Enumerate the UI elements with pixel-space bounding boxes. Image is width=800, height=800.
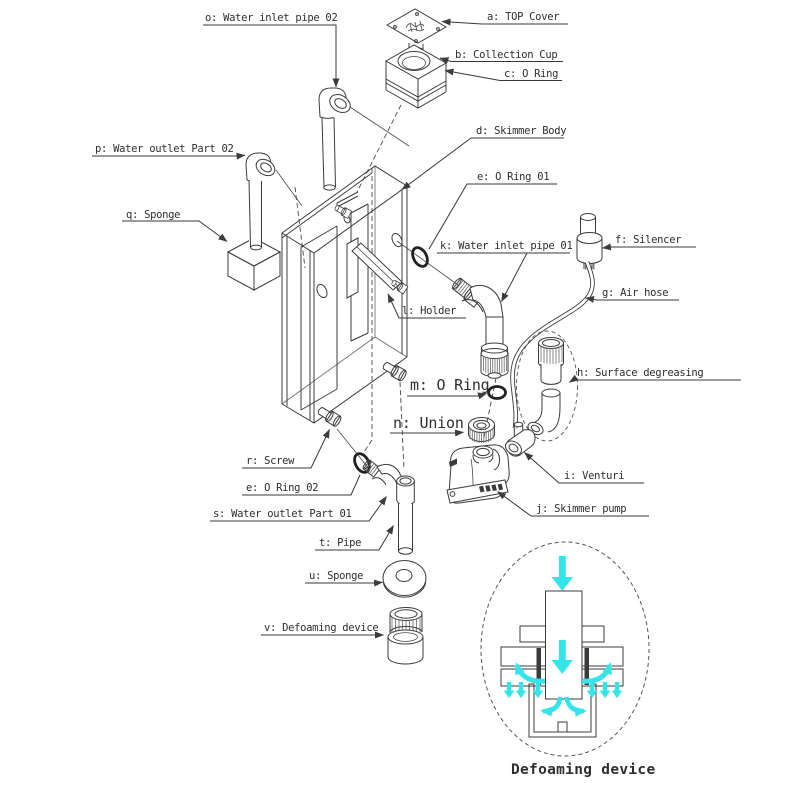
label-o: o: Water inlet pipe 02 <box>205 12 337 24</box>
label-j: j: Skimmer pump <box>536 503 626 515</box>
part-water-outlet-part-02 <box>245 152 276 183</box>
detail-caption: Defoaming device <box>511 762 655 778</box>
part-collection-cup <box>384 44 448 109</box>
part-union <box>468 417 495 443</box>
label-a: a: TOP Cover <box>487 11 559 23</box>
detail-view-defoaming <box>480 541 650 757</box>
label-n: n: Union <box>393 414 464 432</box>
label-h: h: Surface degreasing <box>577 367 703 379</box>
label-q: q: Sponge <box>126 209 180 221</box>
flow-arrows <box>503 556 623 717</box>
label-f: f: Silencer <box>615 234 681 246</box>
label-v: v: Defoaming device <box>264 622 378 634</box>
label-l: l: Holder <box>402 305 456 317</box>
label-s: s: Water outlet Part 01 <box>213 508 352 520</box>
part-defoaming-device <box>387 607 424 665</box>
part-o-ring-m <box>487 385 507 400</box>
label-g: g: Air hose <box>602 287 668 299</box>
label-e2: e: O Ring 02 <box>246 482 318 494</box>
label-m: m: O Ring <box>410 376 489 394</box>
labels: o: Water inlet pipe 02 a: TOP Cover b: C… <box>95 11 704 778</box>
part-pipe <box>398 503 413 555</box>
logo-mark <box>405 20 425 33</box>
label-e1: e: O Ring 01 <box>477 171 549 183</box>
part-o-ring-02 <box>353 452 371 474</box>
part-skimmer-pump <box>446 444 510 504</box>
part-sponge-block <box>226 237 282 291</box>
leader-lines <box>92 18 741 639</box>
part-skimmer-body <box>281 165 409 427</box>
label-b: b: Collection Cup <box>455 49 557 61</box>
part-air-hose <box>510 261 595 429</box>
part-holder <box>346 237 409 299</box>
label-t: t: Pipe <box>319 537 361 549</box>
label-r: r: Screw <box>246 455 295 467</box>
part-venturi <box>505 421 536 457</box>
part-silencer <box>576 213 603 270</box>
label-c: c: O Ring <box>504 68 558 80</box>
label-k: k: Water inlet pipe 01 <box>440 240 572 252</box>
screw-bottom-right <box>382 362 407 382</box>
part-o-ring-01 <box>411 246 429 268</box>
label-u: u: Sponge <box>309 570 363 582</box>
label-i: i: Venturi <box>564 470 624 482</box>
part-water-outlet-pipe-02-tube <box>248 179 262 251</box>
part-water-inlet-pipe-01 <box>451 277 509 379</box>
screw-interior-icon <box>334 205 353 219</box>
screw-bottom-left <box>317 407 342 427</box>
label-d: d: Skimmer Body <box>476 125 566 137</box>
part-surface-degreasing <box>516 330 578 442</box>
part-water-inlet-pipe-02 <box>318 87 351 191</box>
label-p: p: Water outlet Part 02 <box>95 143 234 155</box>
part-sponge-ring <box>382 560 427 598</box>
